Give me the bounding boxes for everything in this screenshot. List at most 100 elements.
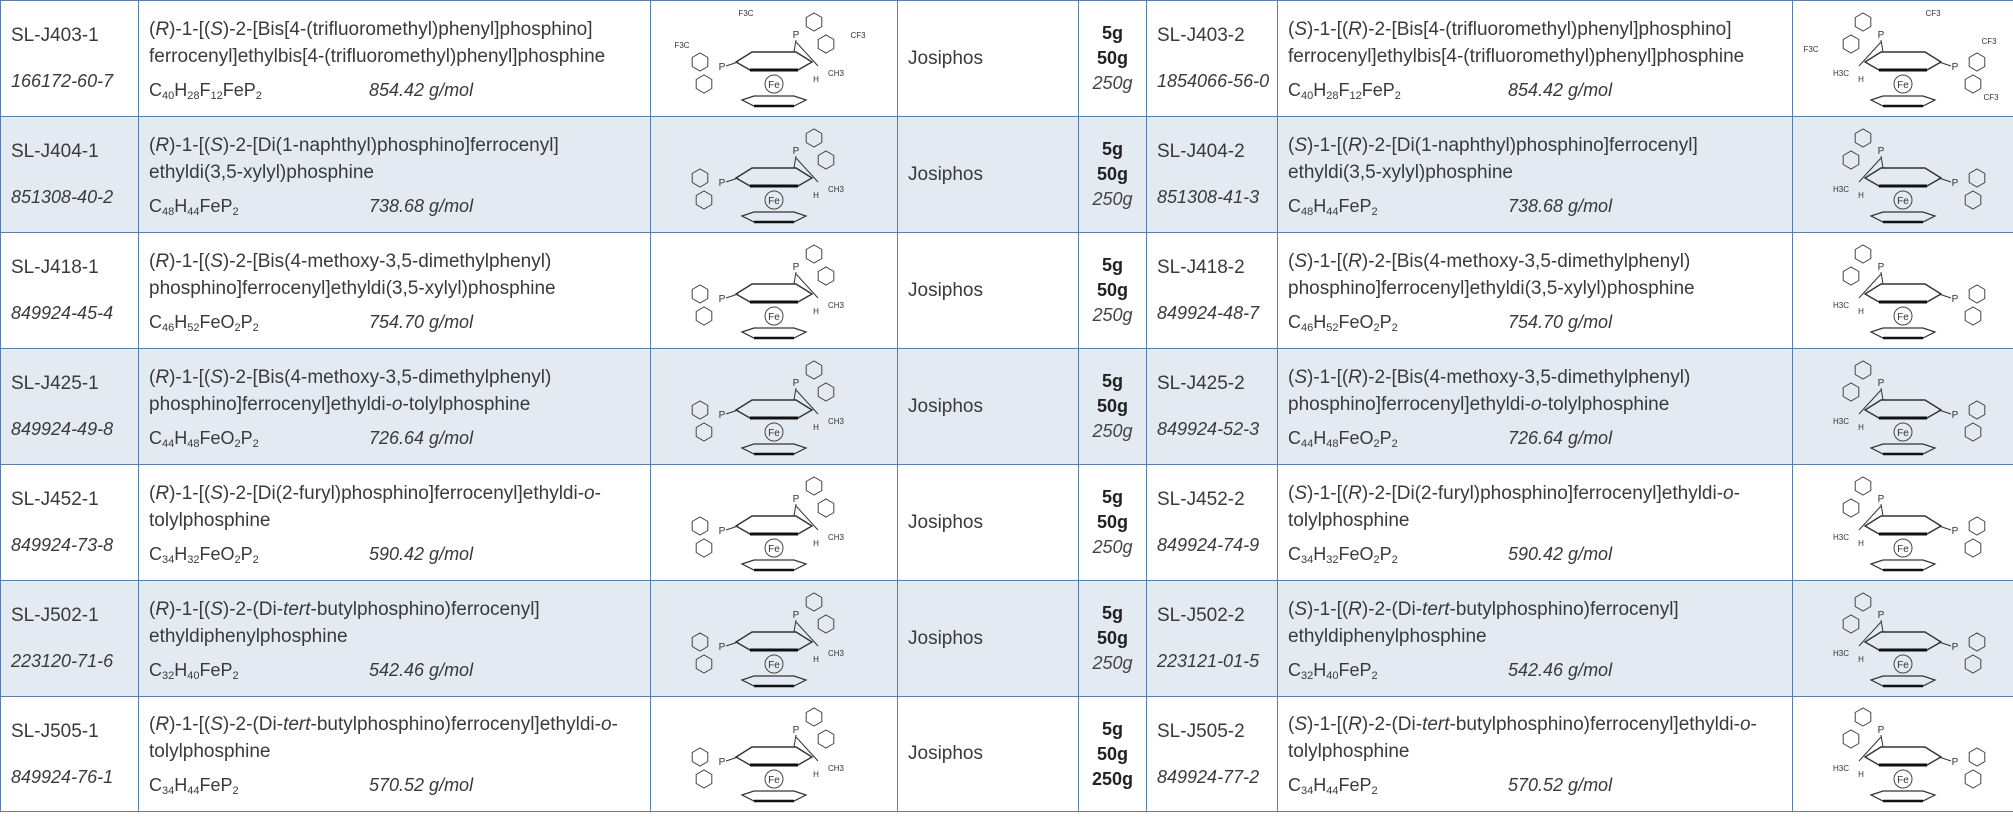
formula-element: P (1379, 543, 1392, 564)
pack-size-option[interactable]: 5g (1101, 371, 1123, 391)
formula-subscript: 2 (252, 321, 259, 334)
molecular-formula: C34H32FeO2P2 (1288, 544, 1508, 566)
structure-label: P (793, 610, 800, 621)
compound-name-part: R (1348, 250, 1362, 272)
pack-size-option[interactable]: 50g (1096, 48, 1129, 68)
formula-subscript: 44 (162, 437, 175, 450)
formula-element: C (149, 79, 162, 100)
cas-number: 166172-60-7 (11, 71, 114, 91)
cas-number: 851308-40-2 (11, 187, 114, 207)
formula-subscript: 34 (162, 553, 175, 566)
formula-element: FeO (1338, 427, 1374, 448)
structure-label: Fe (768, 660, 780, 671)
compound-name-part: o (391, 393, 403, 415)
ligand-family: Josiphos (897, 116, 1079, 233)
formula-subscript: 28 (1326, 89, 1339, 102)
formula-element: C (149, 775, 162, 795)
pack-size-option[interactable]: 250g (1092, 653, 1133, 673)
compound-name-part: ( (149, 482, 156, 504)
pack-size-option[interactable]: 50g (1096, 743, 1129, 764)
left-name-cell: (R)-1-[(S)-2-(Di-tert-butylphosphino)fer… (138, 580, 651, 697)
catalog-number: SL-J502-2 (1157, 605, 1245, 626)
compound-name: (R)-1-[(S)-2-[Bis[4-(trifluoromethyl)phe… (149, 16, 640, 70)
formula-subscript: 2 (234, 553, 241, 566)
formula-subscript: 2 (232, 785, 239, 797)
compound-name-part: )-2-[Bis(4-methoxy-3,5-dimethylphenyl) p… (1288, 250, 1695, 299)
molecular-formula: C40H28F12FeP2 (1288, 80, 1508, 102)
pack-size-option[interactable]: 5g (1101, 603, 1123, 623)
pack-size-option[interactable]: 50g (1096, 280, 1129, 300)
compound-name-part: S (210, 250, 223, 272)
formula-subscript: 48 (187, 437, 200, 450)
pack-size-option[interactable]: 250g (1092, 73, 1133, 93)
compound-name-part: S (1294, 18, 1308, 40)
compound-name: (R)-1-[(S)-2-(Di-tert-butylphosphino)fer… (149, 711, 640, 765)
formula-element: H (1313, 195, 1327, 216)
compound-name-part: ( (1288, 134, 1295, 156)
pack-size-option[interactable]: 5g (1101, 718, 1123, 739)
structure-label: Fe (1897, 428, 1909, 439)
pack-size-option[interactable]: 5g (1101, 139, 1123, 159)
structure-label: F3C (674, 41, 689, 50)
left-name-cell: (R)-1-[(S)-2-[Di(1-naphthyl)phosphino]fe… (138, 116, 651, 233)
structure-label: P (793, 725, 800, 736)
pack-size-option[interactable]: 5g (1101, 23, 1123, 43)
pack-sizes: 5g 50g 250g (1078, 580, 1147, 697)
formula-subscript: 2 (234, 437, 241, 450)
compound-name-part: S (1294, 714, 1308, 735)
structure-label: CH3 (828, 69, 845, 78)
molecular-weight: 570.52 g/mol (369, 775, 474, 795)
structure-label: P (793, 262, 800, 273)
compound-name-part: -butylphosphino)ferrocenyl]ethyldi- (1449, 714, 1740, 735)
structure-label: P (719, 294, 726, 305)
pack-sizes: 5g 50g 250g (1078, 348, 1147, 465)
pack-size-option[interactable]: 50g (1096, 628, 1129, 648)
formula-element: FeO (199, 427, 235, 448)
molecular-formula: C48H44FeP2 (1288, 196, 1508, 218)
molecular-formula: C32H40FeP2 (149, 660, 369, 682)
formula-element: H (1313, 543, 1327, 564)
formula-subscript: 2 (1394, 89, 1401, 102)
formula-subscript: 32 (1301, 669, 1314, 682)
cas-number: 223121-01-5 (1157, 651, 1260, 671)
pack-size-option[interactable]: 250g (1092, 305, 1133, 325)
pack-size-option[interactable]: 5g (1101, 487, 1123, 507)
structure-label: H (1858, 75, 1864, 84)
pack-size-option[interactable]: 250g (1091, 768, 1134, 789)
compound-name-part: tert (283, 714, 311, 735)
left-name-cell: (R)-1-[(S)-2-[Bis(4-methoxy-3,5-dimethyl… (138, 232, 651, 349)
structure-label: Fe (1897, 660, 1909, 671)
pack-size-option[interactable]: 250g (1092, 537, 1133, 557)
pack-size-option[interactable]: 50g (1096, 512, 1129, 532)
formula-element: C (1288, 195, 1301, 216)
pack-size-option[interactable]: 50g (1096, 164, 1129, 184)
pack-size-option[interactable]: 250g (1092, 421, 1133, 441)
molecular-formula: C46H52FeO2P2 (1288, 312, 1508, 334)
formula-element: H (174, 775, 188, 795)
formula-element: C (1288, 79, 1301, 100)
formula-subscript: 2 (232, 669, 239, 682)
formula-subscript: 2 (1373, 321, 1380, 334)
formula-subscript: 28 (187, 89, 200, 102)
molecular-weight: 726.64 g/mol (1508, 427, 1613, 448)
pack-size-option[interactable]: 50g (1096, 396, 1129, 416)
cas-number: 851308-41-3 (1157, 187, 1260, 207)
structure-label: Fe (1897, 544, 1909, 555)
compound-name-part: )-2-[Di(1-naphthyl)phosphino]ferrocenyl]… (149, 134, 559, 183)
ligand-family: Josiphos (897, 464, 1079, 581)
pack-size-option[interactable]: 250g (1092, 189, 1133, 209)
formula-element: FeP (1338, 659, 1372, 680)
formula-element: H (174, 543, 188, 564)
pack-size-option[interactable]: 5g (1101, 255, 1123, 275)
left-name-cell: (R)-1-[(S)-2-[Bis(4-methoxy-3,5-dimethyl… (138, 348, 651, 465)
compound-name-part: S (1294, 134, 1308, 156)
